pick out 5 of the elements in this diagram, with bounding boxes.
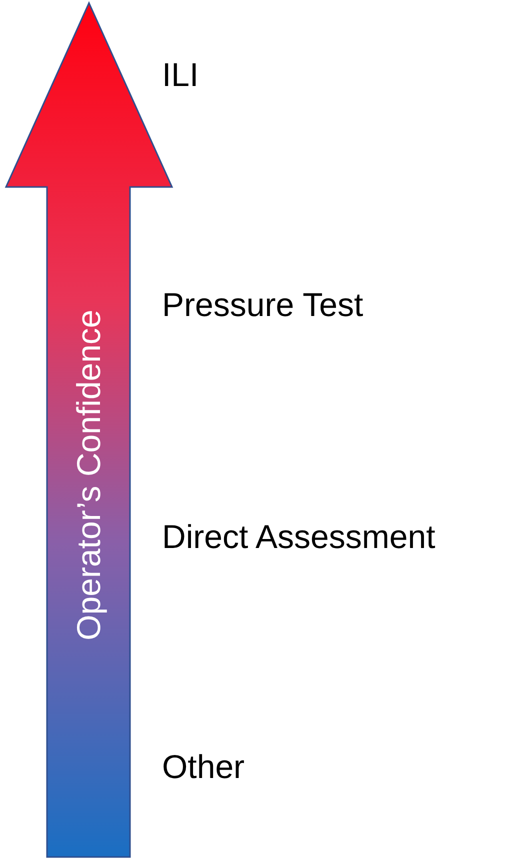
level-label: Direct Assessment bbox=[162, 518, 436, 556]
arrow-label: Operator’s Confidence bbox=[69, 308, 108, 642]
level-label: Pressure Test bbox=[162, 286, 364, 324]
level-label: Other bbox=[162, 748, 245, 786]
level-label: ILI bbox=[162, 56, 199, 94]
